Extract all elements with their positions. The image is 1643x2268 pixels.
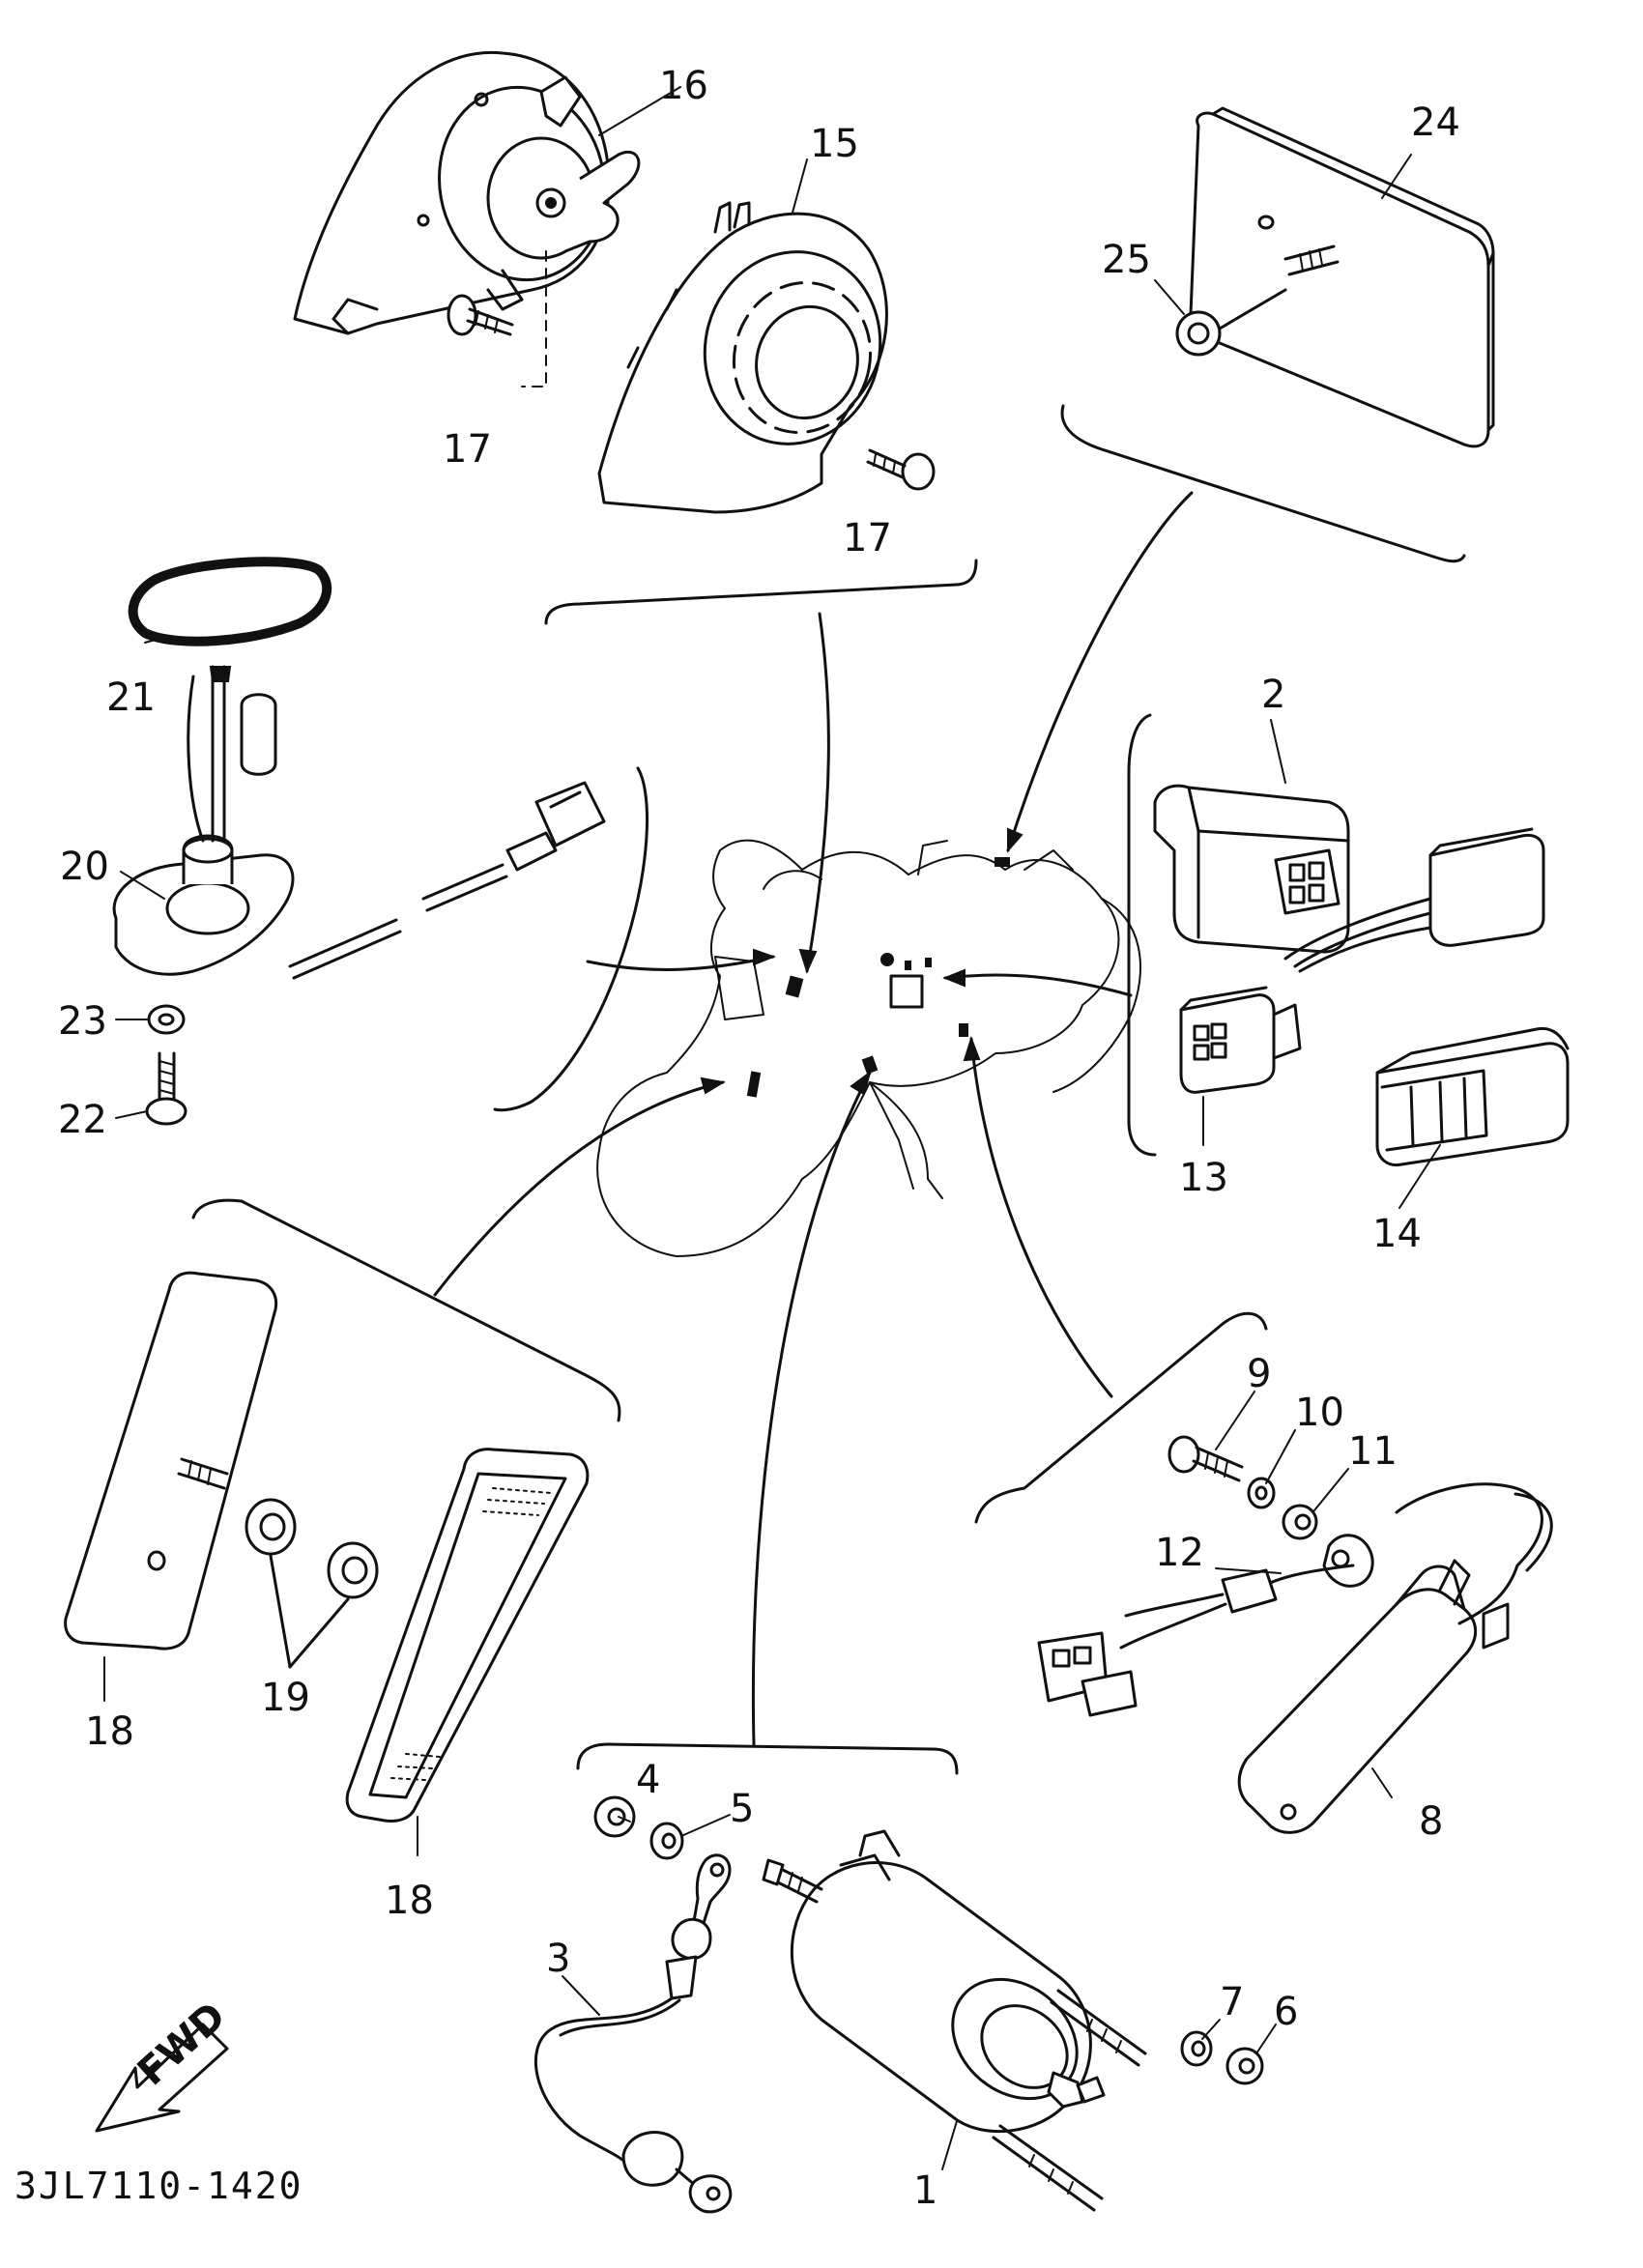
nut-25 (1175, 244, 1340, 357)
label-part-25: 25 (1102, 238, 1151, 282)
label-part-24: 24 (1411, 100, 1460, 145)
group-brackets (191, 404, 1466, 1775)
label-part-11: 11 (1348, 1429, 1398, 1474)
fwd-arrow: FWD (95, 1994, 234, 2133)
label-part-20: 20 (60, 845, 109, 889)
screw-22 (145, 1051, 187, 1126)
label-part-3: 3 (546, 1937, 570, 1981)
connector-13 (1179, 986, 1302, 1094)
starter-relay-1 (762, 1829, 1147, 2212)
clamp-12 (1322, 1534, 1374, 1588)
label-part-1: 1 (913, 2168, 937, 2213)
relay-2 (1153, 784, 1350, 954)
relay-harness-connector (1283, 827, 1545, 973)
nut-6 (1225, 2047, 1264, 2085)
label-part-13: 13 (1179, 1156, 1228, 1200)
label-part-7: 7 (1220, 1980, 1244, 2024)
leader-19 (269, 1554, 350, 1669)
lead-wire-3 (534, 1853, 733, 2214)
label-part-23: 23 (58, 999, 107, 1044)
nut-19b (327, 1541, 379, 1599)
label-part-19: 19 (261, 1676, 310, 1720)
label-part-5: 5 (730, 1787, 754, 1831)
label-part-22: 22 (58, 1098, 107, 1142)
horn-rear (293, 50, 641, 388)
label-part-15: 15 (810, 122, 859, 166)
label-part-17a: 17 (443, 427, 492, 472)
reflector-18b (345, 1448, 590, 1823)
label-part-4: 4 (636, 1758, 660, 1802)
label-part-17b: 17 (843, 516, 892, 560)
horn-front (597, 201, 888, 514)
bolt-17b (866, 448, 936, 491)
label-part-21: 21 (106, 675, 156, 720)
label-part-16: 16 (659, 64, 708, 108)
collar-11 (1282, 1504, 1318, 1540)
washer-7 (1180, 2030, 1213, 2067)
reflector-18a (64, 1271, 278, 1651)
gasket-21 (128, 557, 332, 646)
label-part-8: 8 (1419, 1799, 1443, 1844)
bolt-9 (1167, 1435, 1244, 1482)
label-part-6: 6 (1274, 1990, 1298, 2034)
label-part-18a: 18 (85, 1709, 134, 1754)
motorcycle-silhouette (596, 839, 1141, 1257)
label-leaders (103, 86, 1441, 2170)
washer-5 (649, 1822, 684, 1860)
washer-23 (147, 1004, 186, 1035)
rectifier-8 (1037, 1482, 1553, 1834)
label-part-18b: 18 (385, 1879, 434, 1923)
bolt-17a (447, 294, 514, 336)
diagram-code: 3JL7110-1420 (14, 2165, 303, 2207)
label-part-2: 2 (1261, 673, 1285, 717)
nut-4 (593, 1795, 636, 1838)
leader-arrows (433, 491, 1194, 1746)
label-part-14: 14 (1372, 1212, 1422, 1256)
leader-12 (1215, 1567, 1282, 1574)
label-part-12: 12 (1155, 1531, 1204, 1575)
nut-19a (245, 1498, 297, 1556)
label-part-9: 9 (1247, 1352, 1271, 1396)
label-part-10: 10 (1295, 1391, 1344, 1435)
part-number-labels: 16 15 24 25 17 17 21 20 23 22 2 13 14 9 … (58, 64, 1460, 2213)
fuel-sender-20 (112, 665, 606, 980)
washer-10 (1247, 1477, 1276, 1509)
connector-14 (1375, 1026, 1570, 1167)
silhouette-part-markers (746, 857, 1010, 1098)
tail-lens (1189, 106, 1495, 448)
